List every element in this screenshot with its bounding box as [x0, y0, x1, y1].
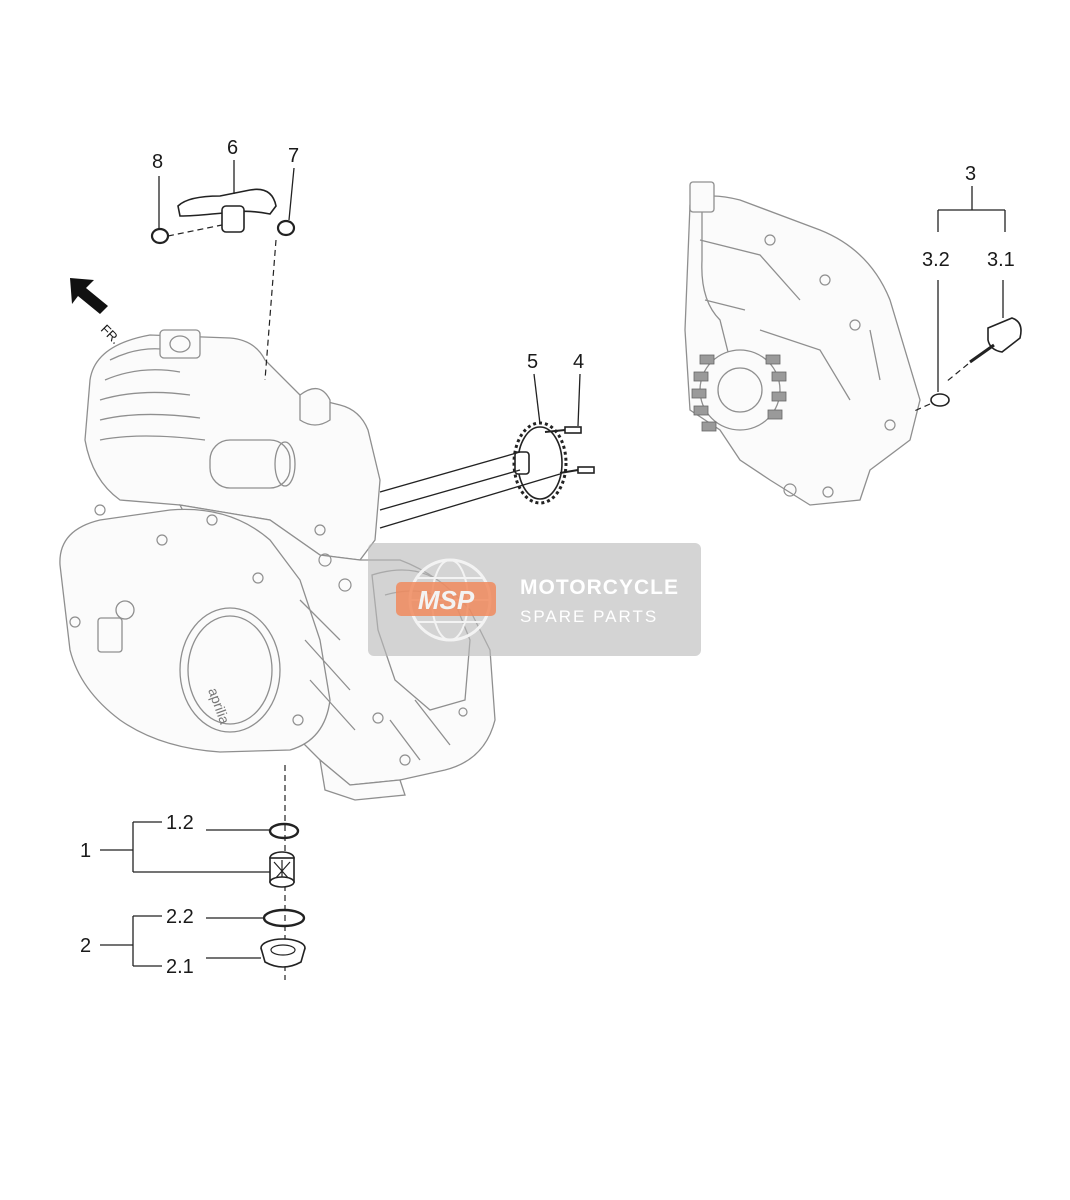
callout-2-1: 2.1 — [166, 956, 194, 978]
callout-6: 6 — [227, 137, 238, 159]
watermark-title: MOTORCYCLE — [520, 576, 679, 599]
pump-screw-lower — [559, 466, 595, 474]
globe-logo-icon — [396, 558, 496, 642]
callout-3: 3 — [965, 163, 976, 185]
drain-plug-o-ring — [262, 908, 306, 928]
callout-3-2: 3.2 — [922, 249, 950, 271]
watermark-badge: MSP MOTORCYCLE SPARE PARTS — [368, 543, 701, 656]
drain-plug — [260, 938, 306, 968]
breather-hose — [177, 188, 277, 233]
dipstick-o-ring — [930, 393, 950, 407]
callout-3-1: 3.1 — [987, 249, 1015, 271]
oil-dipstick — [945, 317, 1022, 383]
pump-screw-upper — [544, 426, 582, 434]
hose-clamp-right — [276, 219, 296, 237]
oil-pump-gear — [512, 421, 568, 505]
direction-label: FR. — [98, 322, 123, 347]
callout-1-2: 1.2 — [166, 812, 194, 834]
callout-8: 8 — [152, 151, 163, 173]
callout-5: 5 — [527, 351, 538, 373]
callout-1: 1 — [80, 840, 91, 862]
callout-2: 2 — [80, 935, 91, 957]
crankcase-half — [684, 181, 921, 506]
callout-2-2: 2.2 — [166, 906, 194, 928]
hose-clamp-left — [150, 227, 170, 245]
strainer-o-ring — [268, 822, 300, 840]
watermark-logo-text: MSP — [418, 585, 475, 615]
oil-strainer — [269, 851, 295, 888]
direction-arrow-icon — [70, 278, 108, 314]
callout-7: 7 — [288, 145, 299, 167]
callout-4: 4 — [573, 351, 584, 373]
watermark-subtitle: SPARE PARTS — [520, 607, 658, 626]
leader-lines — [100, 160, 1006, 967]
